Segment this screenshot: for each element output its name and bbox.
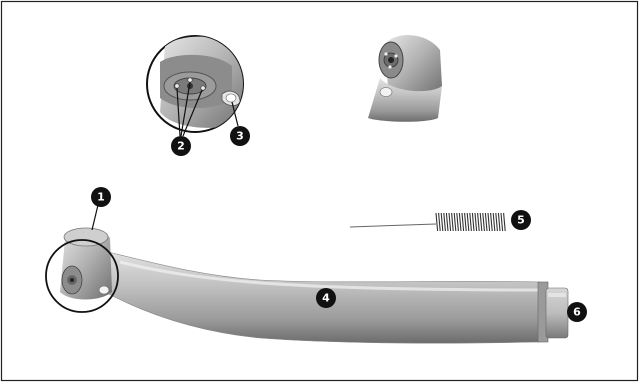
svg-text:3: 3	[236, 130, 244, 143]
svg-text:5: 5	[517, 214, 525, 227]
svg-text:6: 6	[573, 306, 581, 319]
marker-2: 2	[171, 136, 191, 156]
svg-text:2: 2	[177, 140, 185, 153]
marker-4: 4	[316, 288, 336, 308]
marker-5: 5	[511, 210, 531, 230]
marker-3: 3	[230, 126, 250, 146]
marker-6: 6	[567, 302, 587, 322]
marker-1: 1	[91, 187, 111, 207]
svg-text:1: 1	[97, 191, 105, 204]
svg-text:4: 4	[322, 292, 330, 305]
